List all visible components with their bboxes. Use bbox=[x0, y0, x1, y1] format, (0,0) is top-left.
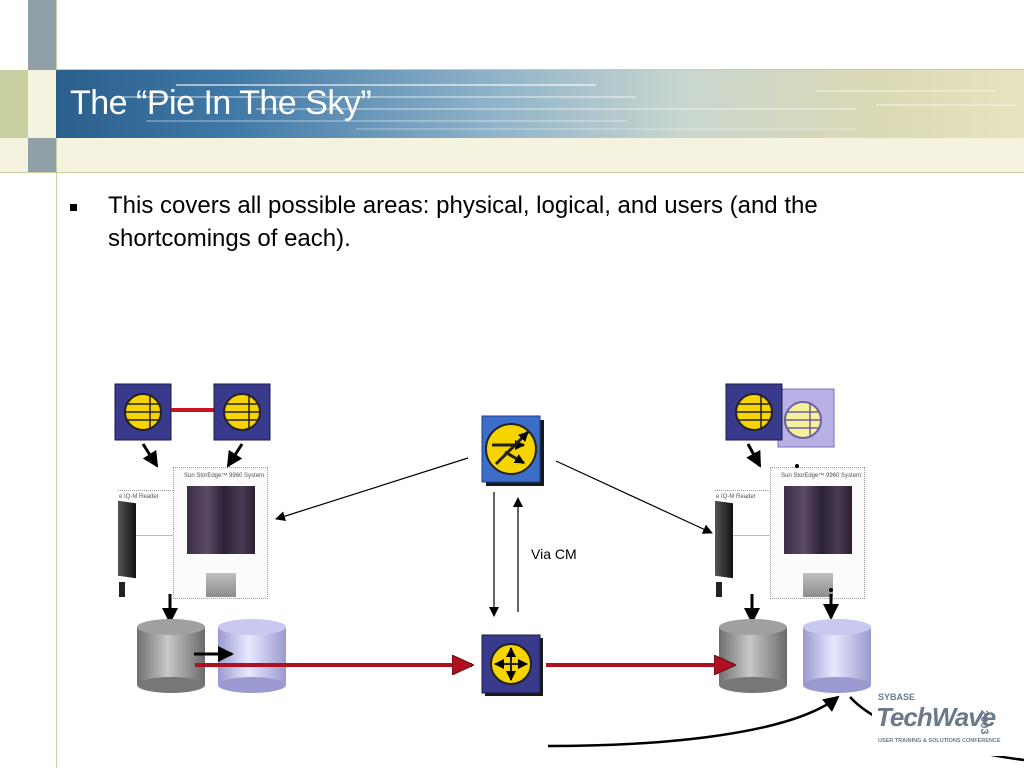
left-reader-label: e IQ-M Reader bbox=[119, 494, 159, 500]
subtitle-band bbox=[56, 138, 1024, 173]
arrow-right-server-down bbox=[746, 443, 762, 468]
arrow-to-left-storage bbox=[275, 457, 469, 522]
replication-server-icon[interactable] bbox=[481, 415, 544, 486]
logo-brand: SYBASE bbox=[878, 692, 916, 702]
right-storage-array-icon bbox=[784, 486, 852, 554]
left-storage-array-icon bbox=[187, 486, 255, 554]
left-monitor-base bbox=[119, 582, 125, 597]
logo-tagline: USER TRAINING & SOLUTIONS CONFERENCE bbox=[878, 738, 1001, 744]
arrow-to-right-storage bbox=[555, 460, 713, 534]
right-reader-line-2 bbox=[715, 535, 770, 536]
arrow-left-server-a-down bbox=[141, 443, 159, 468]
corner-block-2 bbox=[0, 70, 28, 138]
right-reader-line bbox=[715, 490, 770, 492]
via-cm-label: Via CM bbox=[531, 546, 577, 562]
techwave-logo: SYBASE TechWave 2003 USER TRAINING & SOL… bbox=[872, 690, 1012, 756]
right-dot-top bbox=[795, 464, 799, 468]
curve-to-right-db bbox=[547, 695, 840, 748]
corner-block-1 bbox=[0, 0, 28, 70]
top-rule bbox=[56, 69, 1024, 70]
right-storage-label: Sun StorEdge™ 9960 System bbox=[781, 473, 862, 479]
logo-name: TechWave bbox=[876, 702, 996, 732]
left-db-primary[interactable] bbox=[137, 619, 205, 693]
arrow-left-server-b-down bbox=[226, 443, 244, 468]
left-db-replica[interactable] bbox=[218, 619, 286, 693]
left-server-b[interactable] bbox=[213, 383, 271, 441]
slide-title: The “Pie In The Sky” bbox=[70, 84, 372, 122]
right-small-server-icon bbox=[803, 573, 833, 597]
right-db-primary[interactable] bbox=[719, 619, 787, 693]
left-storage-label: Sun StorEdge™ 9960 System bbox=[184, 473, 265, 479]
right-monitor-base bbox=[716, 582, 722, 597]
right-server[interactable] bbox=[725, 383, 783, 441]
right-replica-server[interactable] bbox=[777, 388, 835, 448]
band-rule bbox=[0, 172, 1024, 173]
title-band bbox=[56, 70, 1024, 138]
left-reader-line bbox=[118, 490, 173, 492]
left-server-a[interactable] bbox=[114, 383, 172, 441]
corner-block-3 bbox=[28, 70, 56, 138]
bullet-square-icon bbox=[70, 204, 77, 211]
corner-bar-top bbox=[28, 0, 56, 70]
left-small-server-icon bbox=[206, 573, 236, 597]
corner-block-4 bbox=[0, 138, 28, 173]
left-reader-line-2 bbox=[118, 535, 173, 536]
center-router-icon[interactable] bbox=[481, 634, 543, 696]
corner-block-5 bbox=[28, 138, 56, 173]
right-dot-bottom bbox=[829, 588, 833, 592]
right-db-replica[interactable] bbox=[803, 619, 871, 693]
left-vertical-rule bbox=[56, 0, 57, 768]
logo-year: 2003 bbox=[978, 710, 990, 735]
bullet-text: This covers all possible areas: physical… bbox=[108, 192, 818, 252]
right-reader-label: e IQ-M Reader bbox=[716, 494, 756, 500]
